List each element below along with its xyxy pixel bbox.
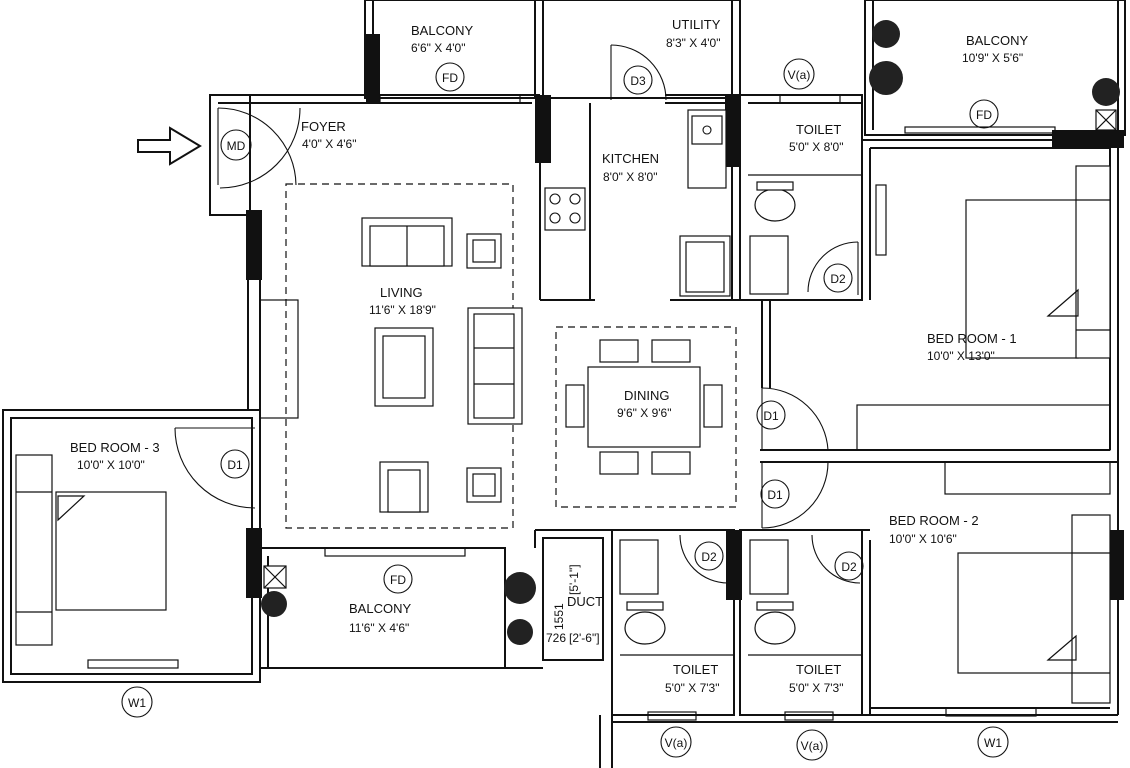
duct-dimension: 1551 bbox=[552, 603, 566, 630]
room-name: FOYER bbox=[301, 119, 346, 134]
room-name: BALCONY bbox=[349, 601, 411, 616]
room-name: TOILET bbox=[673, 662, 718, 677]
room-name: TOILET bbox=[796, 122, 841, 137]
room-dimension: 10'9" X 5'6" bbox=[962, 51, 1023, 65]
tag-circles bbox=[121, 58, 1009, 761]
door-swings bbox=[174, 44, 861, 584]
door-tag: FD bbox=[976, 108, 992, 122]
room-dimension: 10'0" X 13'0" bbox=[927, 349, 995, 363]
dining-zone-outline bbox=[555, 326, 737, 508]
room-dimension: 8'3" X 4'0" bbox=[666, 36, 720, 50]
window-tag: V(a) bbox=[788, 68, 811, 82]
room-dimension: 5'0" X 7'3" bbox=[665, 681, 719, 695]
room-dimension: 11'6" X 4'6" bbox=[349, 621, 409, 635]
duct-dimension: [5'-1"] bbox=[567, 564, 581, 595]
room-name: BALCONY bbox=[411, 23, 473, 38]
door-tag: D2 bbox=[830, 272, 846, 286]
plant-icon bbox=[872, 20, 900, 48]
structural-columns bbox=[246, 34, 1124, 600]
window-tag: V(a) bbox=[801, 739, 824, 753]
room-dimension: 8'0" X 8'0" bbox=[603, 170, 657, 184]
room-dimension: 11'6" X 18'9" bbox=[369, 303, 436, 317]
room-dimension: 9'6" X 9'6" bbox=[617, 406, 671, 420]
window-tag: W1 bbox=[128, 696, 146, 710]
room-name: DINING bbox=[624, 388, 670, 403]
room-dimension: 4'0" X 4'6" bbox=[302, 137, 356, 151]
room-name: BED ROOM - 1 bbox=[927, 331, 1017, 346]
room-name: DUCT bbox=[567, 594, 603, 609]
duct-dimension: 726 bbox=[546, 631, 566, 645]
room-dimension: 6'6" X 4'0" bbox=[411, 41, 465, 55]
room-dimension: 10'0" X 10'6" bbox=[889, 532, 957, 546]
door-tag: D2 bbox=[841, 560, 857, 574]
door-tag: MD bbox=[227, 139, 246, 153]
window-tag: V(a) bbox=[665, 736, 688, 750]
door-tag: D3 bbox=[630, 74, 646, 88]
furniture bbox=[15, 109, 1117, 704]
room-labels: FOYER 4'0" X 4'6" BALCONY 6'6" X 4'0" UT… bbox=[70, 17, 1028, 695]
door-tag: D1 bbox=[767, 488, 783, 502]
room-name: BED ROOM - 2 bbox=[889, 513, 979, 528]
room-dimension: 5'0" X 7'3" bbox=[789, 681, 843, 695]
room-name: BED ROOM - 3 bbox=[70, 440, 160, 455]
door-tag: FD bbox=[390, 573, 406, 587]
plant-icon bbox=[1092, 78, 1120, 106]
room-name: TOILET bbox=[796, 662, 841, 677]
entry-arrow-icon bbox=[137, 126, 202, 166]
room-name: UTILITY bbox=[672, 17, 721, 32]
plant-icon bbox=[261, 591, 287, 617]
window-tag: W1 bbox=[984, 736, 1002, 750]
room-dimension: 10'0" X 10'0" bbox=[77, 458, 145, 472]
plant-icon bbox=[507, 619, 533, 645]
duct-dimension: [2'-6"] bbox=[569, 631, 600, 645]
door-tag: D1 bbox=[227, 458, 243, 472]
door-tag: FD bbox=[442, 71, 458, 85]
door-tag: D2 bbox=[701, 550, 717, 564]
room-name: BALCONY bbox=[966, 33, 1028, 48]
door-window-tags: MD FD FD FD D3 D2 D2 D2 D1 D1 D1 V(a) V(… bbox=[128, 68, 1002, 753]
room-name: KITCHEN bbox=[602, 151, 659, 166]
room-name: LIVING bbox=[380, 285, 423, 300]
room-dimension: 5'0" X 8'0" bbox=[789, 140, 843, 154]
plant-icon bbox=[869, 61, 903, 95]
door-tag: D1 bbox=[763, 409, 779, 423]
plant-icon bbox=[504, 572, 536, 604]
planters bbox=[261, 20, 1120, 645]
